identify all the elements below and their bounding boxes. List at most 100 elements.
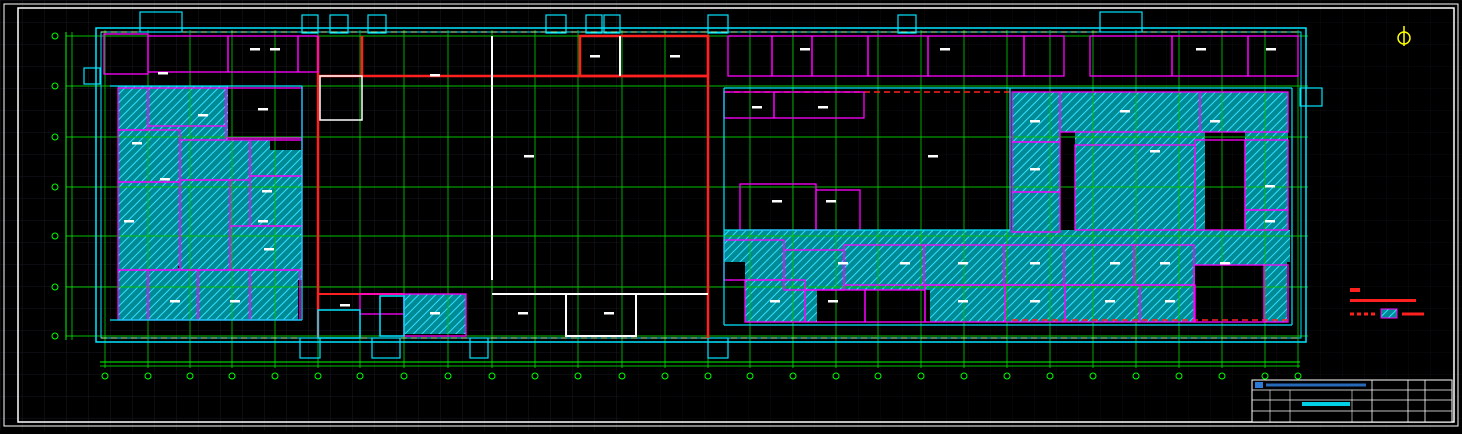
room-label-mark-46 xyxy=(940,48,950,51)
entrance-top-9 xyxy=(1099,11,1143,33)
room-label-mark-10 xyxy=(430,74,440,77)
entrance-4 xyxy=(1299,87,1323,107)
axis-bubble-bottom-28 xyxy=(1294,372,1302,380)
axis-bubble-bottom-20 xyxy=(960,372,968,380)
axis-bubble-bottom-23 xyxy=(1089,372,1097,380)
room-label-mark-12 xyxy=(670,55,680,58)
axis-bubble-bottom-7 xyxy=(400,372,408,380)
room-label-mark-1 xyxy=(198,114,208,117)
drawing-title-scribble xyxy=(1302,402,1350,406)
room-label-mark-23 xyxy=(1210,120,1220,123)
room-label-mark-39 xyxy=(604,312,614,315)
room-label-mark-6 xyxy=(124,220,134,223)
room-label-layer xyxy=(124,48,1276,315)
entrance-top-7 xyxy=(707,14,729,34)
entrance-top-5 xyxy=(585,14,603,34)
clean-area-hatch-15 xyxy=(815,245,875,290)
axis-bubble-bottom-26 xyxy=(1218,372,1226,380)
entrance-top-2 xyxy=(329,14,349,34)
axis-bubble-bottom-12 xyxy=(618,372,626,380)
clean-area-hatch-7 xyxy=(230,200,300,270)
legend-swatch-clean-hatch xyxy=(1380,308,1398,319)
white-wall-room-2 xyxy=(319,75,363,121)
room-label-mark-9 xyxy=(230,300,240,303)
room-label-mark-13 xyxy=(590,55,600,58)
room-label-mark-2 xyxy=(132,142,142,145)
axis-bubble-bottom-10 xyxy=(531,372,539,380)
axis-bubble-layer xyxy=(51,32,1302,380)
axis-bubble-left-0 xyxy=(51,32,59,40)
axis-bubble-bottom-1 xyxy=(144,372,152,380)
outer-wall xyxy=(95,27,1307,343)
clean-area-hatch-8 xyxy=(1012,92,1060,232)
fire-wall-room xyxy=(578,34,710,78)
room-label-mark-32 xyxy=(1220,262,1230,265)
room-label-mark-28 xyxy=(958,262,968,265)
legend-swatch-red-short xyxy=(1350,288,1360,292)
axis-bubble-bottom-6 xyxy=(356,372,364,380)
axis-bubble-bottom-4 xyxy=(271,372,279,380)
sheet-frame-inner xyxy=(17,7,1455,423)
axis-bubble-bottom-19 xyxy=(917,372,925,380)
axis-bubble-bottom-13 xyxy=(661,372,669,380)
clean-area-hatch-5 xyxy=(148,268,298,320)
interior-room-cyan-1 xyxy=(317,309,361,339)
company-logo-icon xyxy=(1255,382,1263,388)
clean-area-hatch-17 xyxy=(930,285,1005,322)
axis-bubble-bottom-0 xyxy=(101,372,109,380)
north-arrow-icon xyxy=(1397,26,1411,46)
legend-swatch-red-wall xyxy=(1350,299,1416,302)
room-label-mark-15 xyxy=(818,106,828,109)
clean-area-hatch-11 xyxy=(1200,92,1288,132)
background-grid xyxy=(0,0,620,430)
room-label-mark-31 xyxy=(1160,262,1170,265)
room-label-mark-14 xyxy=(752,106,762,109)
room-label-mark-49 xyxy=(250,48,260,51)
axis-bubble-bottom-11 xyxy=(574,372,582,380)
room-label-mark-16 xyxy=(928,155,938,158)
room-label-mark-35 xyxy=(958,300,968,303)
room-label-mark-4 xyxy=(160,178,170,181)
entrance-3 xyxy=(707,337,729,359)
axis-bubble-bottom-22 xyxy=(1046,372,1054,380)
room-label-mark-7 xyxy=(264,248,274,251)
room-label-mark-3 xyxy=(262,190,272,193)
partition-room-48 xyxy=(1263,264,1289,323)
partition-room-39 xyxy=(1244,209,1289,231)
room-label-mark-37 xyxy=(1105,300,1115,303)
clean-area-hatch-20 xyxy=(1265,262,1287,322)
axis-bubble-bottom-9 xyxy=(488,372,496,380)
room-label-mark-47 xyxy=(1196,48,1206,51)
room-label-mark-26 xyxy=(838,262,848,265)
room-label-mark-27 xyxy=(900,262,910,265)
room-label-mark-48 xyxy=(1266,48,1276,51)
axis-bubble-bottom-14 xyxy=(704,372,712,380)
room-label-mark-34 xyxy=(828,300,838,303)
room-label-mark-8 xyxy=(170,300,180,303)
axis-bubble-bottom-16 xyxy=(789,372,797,380)
entrance-top-6 xyxy=(603,14,621,34)
entrance-top-3 xyxy=(367,14,387,34)
room-label-mark-38 xyxy=(1165,300,1175,303)
partition-room-3 xyxy=(297,35,319,73)
clean-area-hatch-16 xyxy=(875,245,1005,290)
entrance-top-8 xyxy=(897,14,917,34)
room-label-mark-41 xyxy=(430,312,440,315)
partition-layer xyxy=(103,33,1299,339)
room-label-mark-45 xyxy=(800,48,810,51)
clean-area-hatch-10 xyxy=(1075,130,1205,230)
axis-bubble-bottom-5 xyxy=(314,372,322,380)
partition-room-33 xyxy=(1199,91,1289,133)
wall-layer xyxy=(83,11,1323,359)
axis-bubble-bottom-18 xyxy=(874,372,882,380)
room-label-mark-25 xyxy=(1265,220,1275,223)
axis-bubble-bottom-25 xyxy=(1175,372,1183,380)
company-name-scribble xyxy=(1266,383,1366,387)
partition-room-55 xyxy=(1139,284,1196,323)
axis-bubble-bottom-15 xyxy=(746,372,754,380)
partition-room-35 xyxy=(1011,191,1061,233)
room-label-mark-20 xyxy=(1030,168,1040,171)
entrance-top-1 xyxy=(301,14,319,34)
room-label-mark-40 xyxy=(518,312,528,315)
